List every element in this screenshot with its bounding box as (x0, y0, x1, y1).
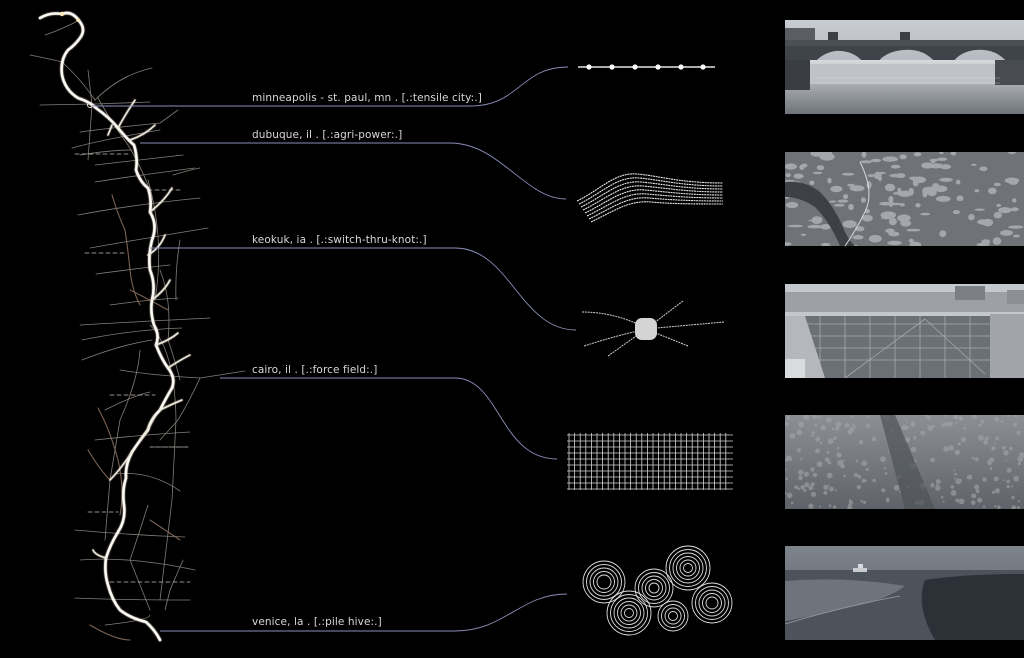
headwaters-highlight (59, 11, 93, 108)
site-label-keokuk: keokuk, ia . [.:switch-thru-knot:.] (252, 234, 427, 246)
connector-keokuk (150, 247, 577, 331)
secondary-branches (87, 194, 181, 641)
knot-node-icon (581, 300, 725, 357)
major-tributaries (92, 99, 191, 559)
connector-lines (92, 66, 577, 632)
grid-field-icon (567, 433, 733, 490)
site-label-dubuque: dubuque, il . [.:agri-power:.] (252, 129, 403, 141)
aerial-terrain-photo (785, 152, 1024, 246)
connector-venice (160, 593, 568, 632)
lock-and-dam-photo (785, 284, 1024, 378)
site-label-venice: venice, la . [.:pile hive:.] (252, 616, 382, 628)
gulf-shore-photo (785, 546, 1024, 640)
beaded-line-icon (578, 64, 715, 70)
wave-lines-icon (576, 173, 724, 223)
dashed-markers (74, 153, 191, 583)
main-river-highlight (39, 12, 174, 641)
site-label-cairo: cairo, il . [.:force field:.] (252, 364, 378, 376)
concentric-rings-icon (582, 545, 733, 636)
bridge-dam-photo (785, 20, 1024, 114)
vegetation-photo (785, 415, 1024, 509)
connector-minneapolis (92, 66, 569, 107)
tributary-lines (29, 19, 246, 626)
connector-dubuque (140, 142, 567, 200)
main-river-channel (38, 11, 175, 642)
mississippi-river-network (29, 11, 246, 642)
site-label-minneapolis: minneapolis - st. paul, mn . [.:tensile … (252, 92, 482, 104)
connector-cairo (220, 377, 558, 460)
